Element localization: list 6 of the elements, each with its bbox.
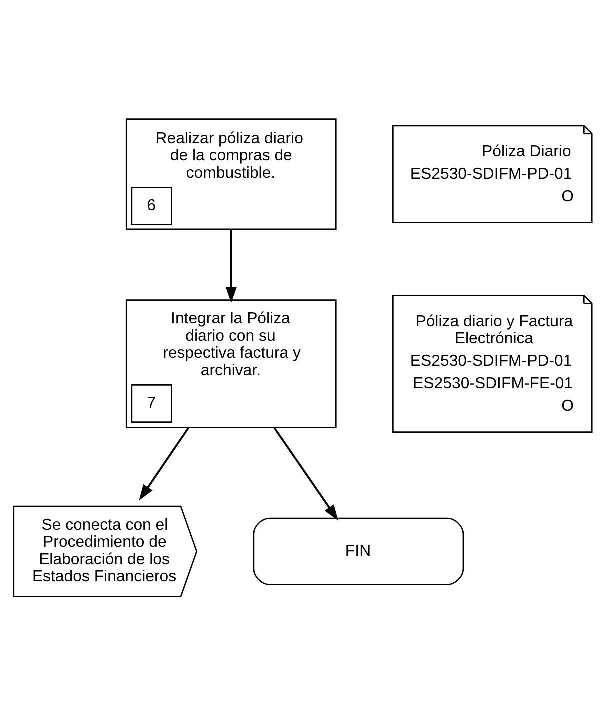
arrow — [139, 426, 190, 500]
arrow — [226, 229, 237, 303]
node-box: Realizar póliza diario de la compras de combustible. 6 — [126, 118, 337, 230]
node-box: Integrar la Póliza diario con su respectiva factura y archivar. 7 — [126, 299, 337, 428]
arrow — [274, 426, 338, 520]
node-box: FIN — [253, 517, 464, 585]
